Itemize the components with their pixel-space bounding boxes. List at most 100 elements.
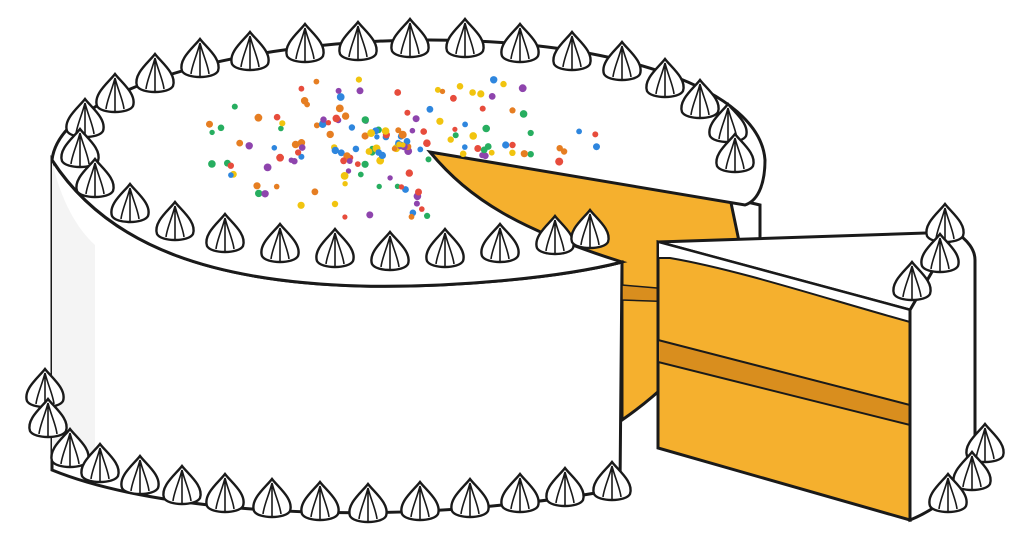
sprinkle — [255, 189, 263, 198]
sprinkle — [426, 105, 434, 113]
sprinkle — [555, 157, 564, 166]
sprinkle — [356, 87, 364, 95]
sprinkle — [291, 140, 300, 149]
sprinkle — [376, 183, 382, 190]
sprinkle — [346, 158, 353, 164]
sprinkle — [420, 128, 428, 135]
sprinkle — [518, 84, 527, 93]
sprinkle — [342, 214, 348, 220]
sprinkle — [462, 144, 468, 150]
sprinkle — [298, 144, 306, 151]
sprinkle — [520, 150, 528, 158]
sprinkle — [340, 172, 349, 180]
sprinkle — [593, 143, 600, 151]
sprinkle — [279, 120, 286, 127]
sprinkle — [417, 146, 424, 153]
sprinkle — [295, 149, 302, 156]
sprinkle — [297, 201, 305, 209]
sprinkle — [576, 128, 582, 135]
sprinkle — [439, 88, 446, 95]
sprinkle — [332, 114, 341, 123]
sprinkle — [253, 182, 261, 190]
sprinkle — [447, 136, 454, 143]
sprinkle — [335, 104, 344, 113]
sprinkle — [452, 132, 459, 139]
sprinkle — [477, 90, 485, 98]
sprinkle — [381, 127, 390, 135]
sprinkle — [480, 146, 488, 154]
sprinkle — [412, 115, 420, 123]
sprinkle — [419, 206, 425, 212]
sprinkle — [482, 124, 491, 133]
sprinkle — [479, 105, 486, 112]
sprinkle — [425, 156, 432, 163]
sprinkle — [408, 213, 415, 220]
sprinkle — [490, 76, 498, 84]
sprinkle — [395, 127, 402, 134]
sprinkle — [469, 89, 476, 96]
sprinkle — [398, 184, 405, 190]
sprinkle — [391, 146, 398, 152]
sprinkle — [459, 150, 467, 158]
sprinkle — [345, 168, 352, 174]
sprinkle — [278, 125, 284, 132]
sprinkle — [227, 162, 234, 169]
sprinkle — [273, 183, 280, 190]
sprinkle — [452, 126, 458, 132]
sprinkle — [311, 188, 319, 196]
sprinkle — [509, 149, 516, 156]
sprinkle — [231, 103, 238, 110]
sprinkle — [527, 151, 534, 158]
sprinkle — [331, 146, 339, 155]
sprinkle — [450, 94, 457, 102]
sprinkle — [254, 113, 263, 122]
sprinkle — [335, 87, 342, 94]
sprinkle — [354, 161, 361, 168]
sprinkle — [387, 175, 393, 181]
sprinkle — [331, 200, 339, 208]
sprinkle — [352, 145, 360, 153]
sprinkle — [361, 116, 369, 124]
sprinkle — [415, 188, 422, 196]
sprinkle — [500, 80, 507, 88]
sprinkle — [337, 149, 345, 157]
sprinkle — [403, 138, 411, 145]
sprinkle — [366, 211, 374, 219]
sprinkle — [273, 113, 281, 121]
sprinkle — [271, 145, 278, 151]
sprinkle — [404, 109, 411, 116]
sprinkle — [236, 139, 244, 147]
sprinkle — [509, 107, 516, 114]
sprinkle — [436, 117, 444, 125]
sprinkle — [276, 153, 284, 162]
sprinkles — [206, 76, 600, 220]
sprinkle — [361, 160, 369, 168]
sprinkle — [509, 141, 516, 149]
sprinkle — [325, 120, 332, 126]
sprinkle — [245, 142, 253, 150]
sprinkle — [488, 149, 495, 156]
sprinkle — [469, 132, 478, 140]
sprinkle — [206, 120, 213, 128]
sprinkle — [527, 129, 534, 137]
sprinkle — [298, 85, 305, 92]
sprinkle — [413, 200, 420, 207]
sprinkle — [320, 116, 327, 123]
sprinkle — [298, 153, 305, 160]
sprinkle — [291, 158, 298, 165]
sprinkle — [424, 212, 431, 219]
sprinkle — [340, 157, 347, 165]
sprinkle — [326, 130, 334, 139]
sprinkle — [361, 132, 369, 140]
sprinkle — [592, 131, 599, 138]
sprinkle — [374, 134, 380, 140]
sprinkle — [560, 148, 568, 155]
sprinkle — [342, 181, 348, 187]
sprinkle — [348, 124, 356, 131]
sprinkle — [378, 151, 386, 159]
sprinkle — [434, 86, 441, 93]
sprinkle — [263, 163, 272, 172]
sprinkle — [217, 124, 225, 132]
